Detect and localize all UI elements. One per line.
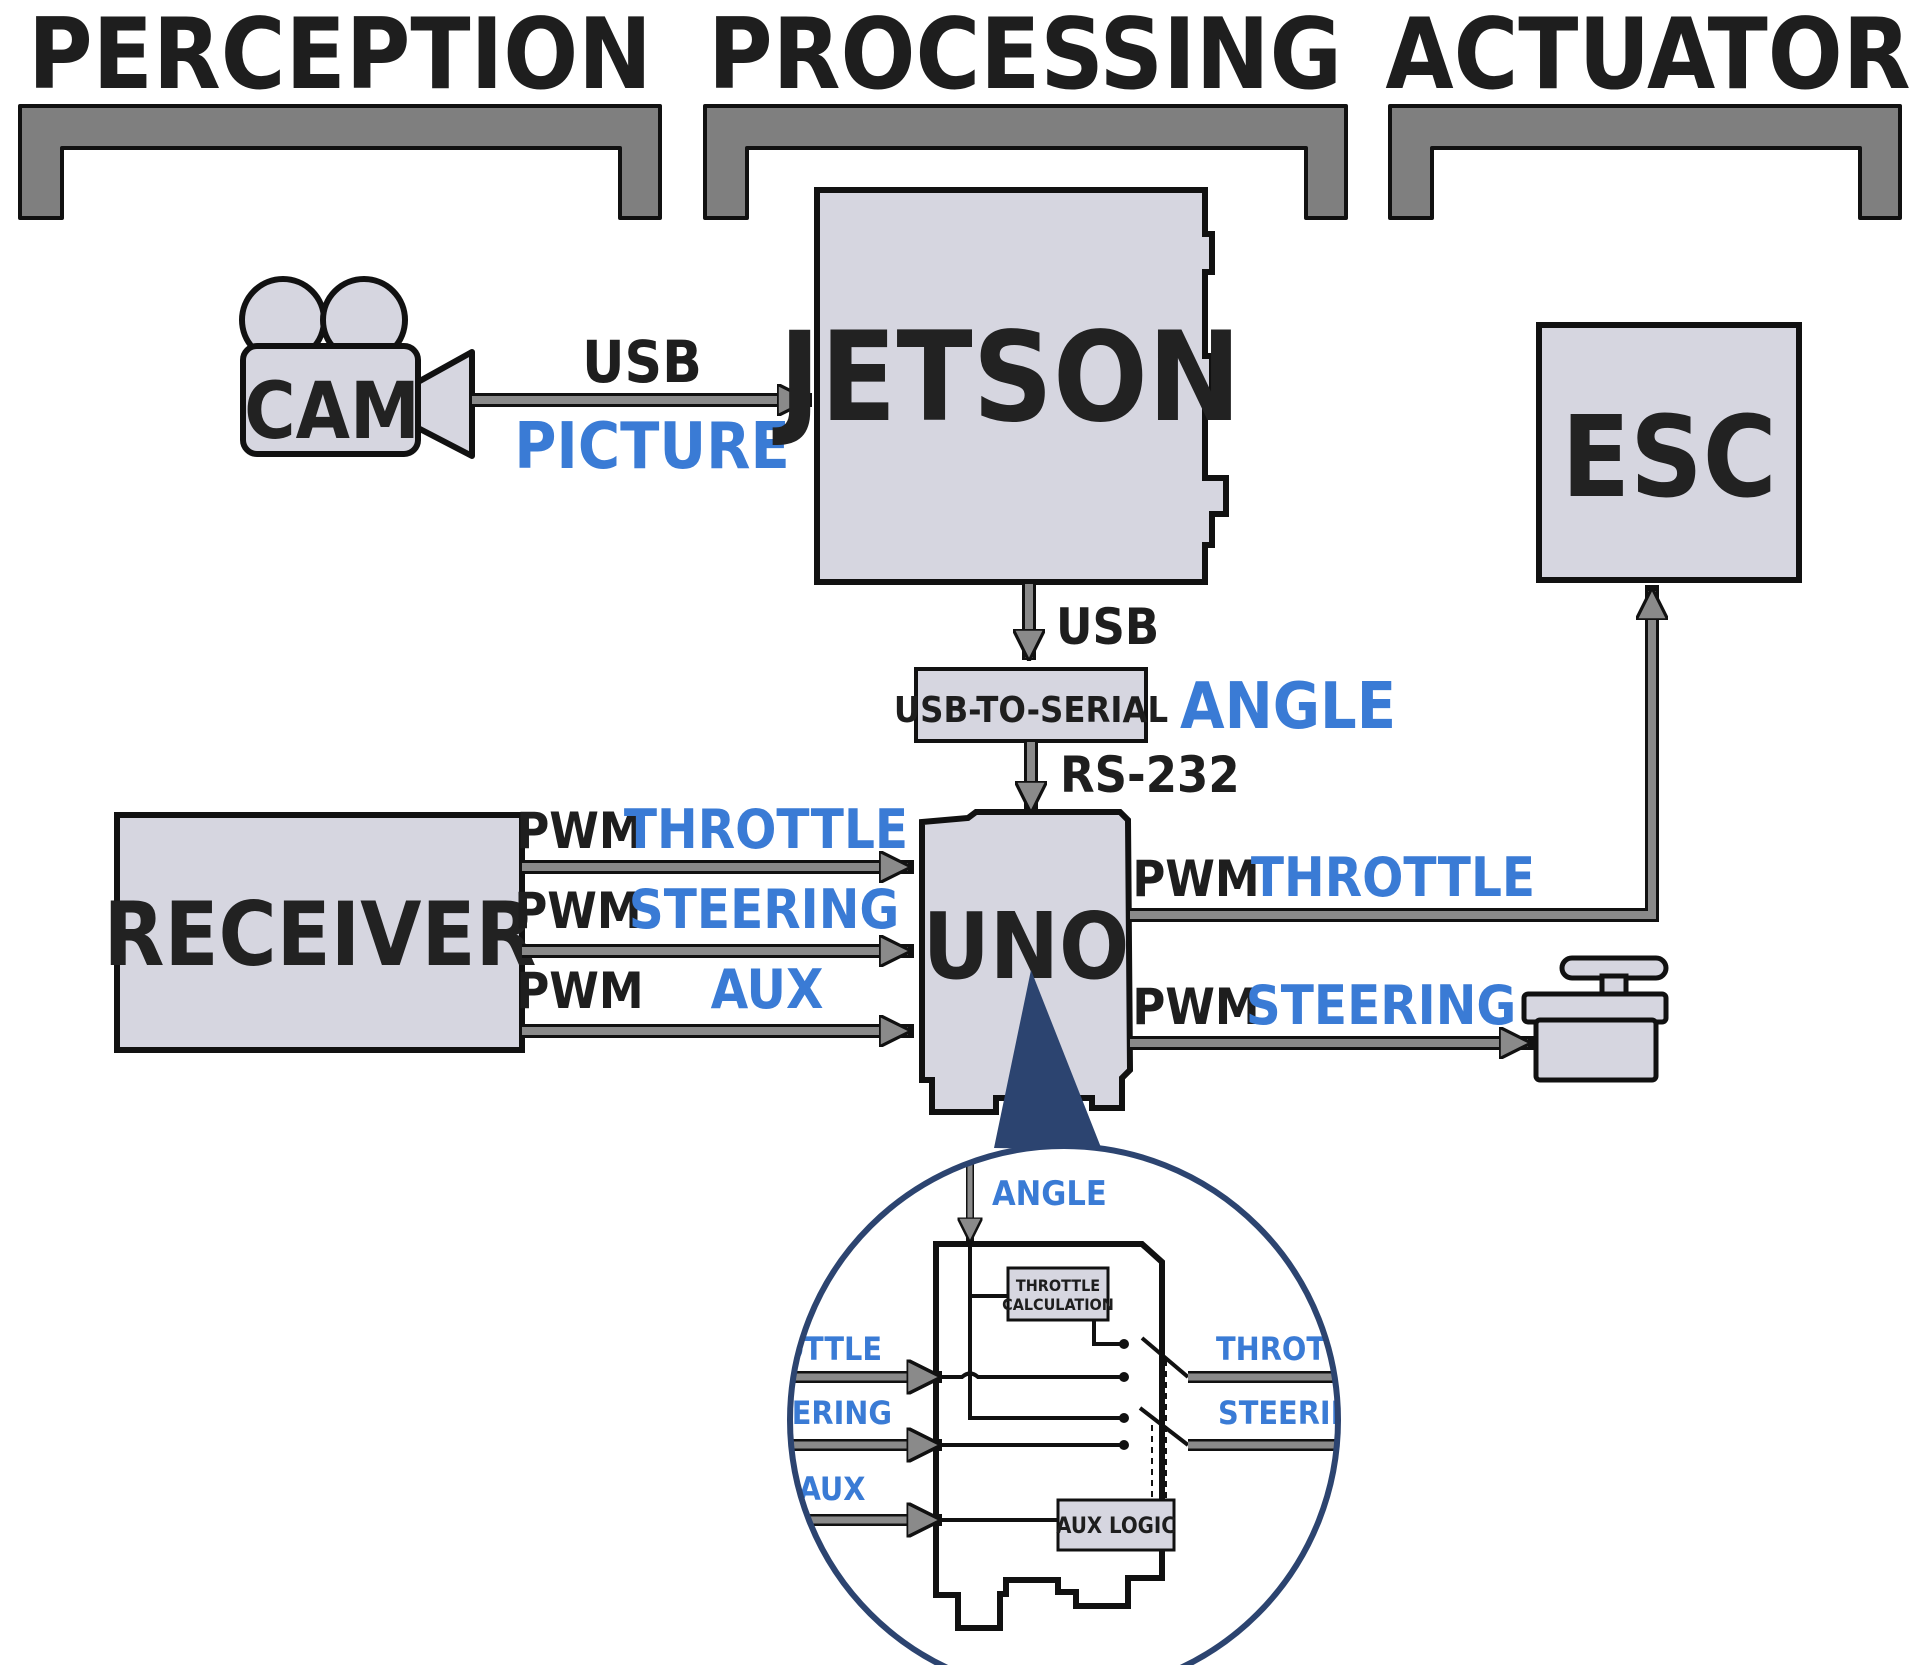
cam-link-data: PICTURE: [514, 410, 790, 484]
throttle-calc-contact: [1119, 1339, 1129, 1349]
uno-detail: ANGLE THROTTLE CALCULATION AUX LOGIC: [732, 1157, 1384, 1631]
esc-link-data: THROTTLE: [1251, 846, 1535, 909]
cam-label: CAM: [244, 367, 420, 457]
servo-icon: [1521, 955, 1669, 1083]
esc-link-protocol: PWM: [1132, 850, 1259, 908]
throttle-in-wire: [938, 1371, 1124, 1379]
receiver-label: RECEIVER: [103, 883, 536, 986]
uno-box: [919, 809, 1134, 1115]
throttle-calc-line1: THROTTLE: [1016, 1276, 1100, 1295]
serial-link-protocol: RS-232: [1060, 746, 1240, 804]
cam-link-protocol: USB: [582, 328, 702, 396]
bracket-processing: [703, 104, 1348, 220]
detail-angle-label: ANGLE: [992, 1174, 1107, 1214]
throttle-calc-line2: CALCULATION: [1002, 1295, 1114, 1314]
steering-manual-contact: [1119, 1440, 1129, 1450]
servo-link-data: STEERING: [1246, 974, 1517, 1037]
calc-out-wire: [1092, 1320, 1124, 1346]
uno-board-outline: [933, 1241, 1165, 1631]
zoom-circle-border: [787, 1143, 1341, 1665]
jetson-box: [814, 187, 1229, 585]
esc-box: [1536, 322, 1802, 583]
aux-logic-label: AUX LOGIC: [1056, 1514, 1176, 1539]
section-actuator: ACTUATOR: [1385, 0, 1910, 112]
steering-in-protocol: PWM: [514, 882, 641, 940]
uno-esc-arrow: [1130, 591, 1652, 919]
detail-throttle-out-label: THROTTLE: [1216, 1330, 1384, 1368]
usb-to-serial-label: USB-TO-SERIAL: [894, 690, 1168, 731]
aux-in-protocol: PWM: [516, 962, 643, 1020]
throttle-switch: [1140, 1336, 1190, 1379]
throttle-in-protocol: PWM: [516, 802, 643, 860]
camera-icon: [239, 276, 475, 459]
bracket-perception: [18, 104, 662, 220]
servo-link-protocol: PWM: [1132, 978, 1259, 1036]
jetson-label: JETSON: [772, 306, 1241, 450]
bracket-actuator: [1388, 104, 1902, 220]
jetson-link-data: ANGLE: [1180, 670, 1396, 744]
section-perception: PERCEPTION: [28, 0, 652, 112]
throttle-in-data: THROTTLE: [624, 798, 908, 861]
aux-in-data: AUX: [711, 958, 824, 1021]
steering-auto-contact: [1119, 1413, 1129, 1423]
steering-switch: [1138, 1406, 1190, 1447]
jetson-link-protocol: USB: [1056, 598, 1159, 656]
throttle-calc-box: [1006, 1266, 1110, 1322]
detail-steering-out-label: STEERING: [1218, 1394, 1378, 1432]
uno-label: UNO: [923, 893, 1130, 1000]
detail-aux-in-label: AUX: [799, 1470, 866, 1508]
detail-steering-in-label: STEERING: [732, 1394, 892, 1432]
zoom-pointer: [994, 970, 1102, 1150]
section-processing: PROCESSING: [708, 0, 1342, 112]
receiver-box: [114, 812, 525, 1053]
aux-logic-box: [1056, 1498, 1176, 1552]
steering-in-data: STEERING: [629, 878, 900, 941]
angle-wire: [968, 1244, 1124, 1420]
usb-to-serial-box: [914, 667, 1148, 743]
throttle-manual-contact: [1119, 1372, 1129, 1382]
esc-label: ESC: [1561, 393, 1776, 523]
